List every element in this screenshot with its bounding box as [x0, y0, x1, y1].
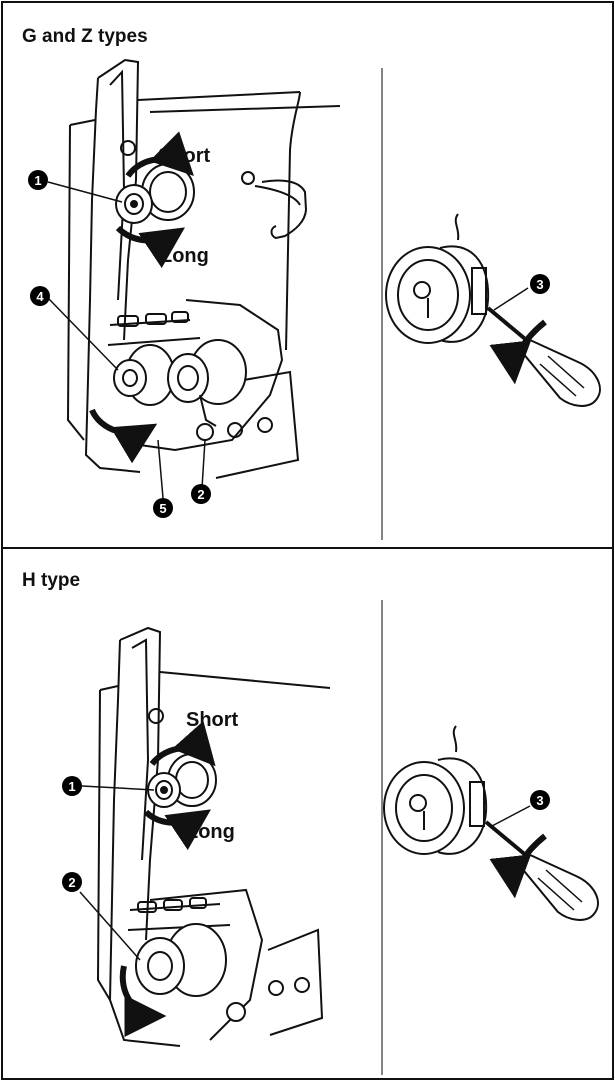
svg-text:5: 5 — [159, 501, 166, 516]
gz-marker-5: 5 — [153, 498, 173, 518]
svg-text:4: 4 — [36, 289, 44, 304]
gz-marker-2: 2 — [191, 484, 211, 504]
gz-machine-head — [66, 58, 341, 479]
h-short-label: Short — [186, 709, 239, 731]
h-dial-2-arrow — [119, 965, 167, 1037]
gz-screwdriver-arrow — [489, 319, 547, 385]
gz-marker-4: 4 — [30, 286, 50, 306]
h-leader-lines — [79, 785, 531, 961]
gz-tension-dial-4 — [113, 344, 175, 406]
svg-text:1: 1 — [34, 173, 41, 188]
gz-short-arrow — [125, 131, 194, 178]
h-long-arrow — [143, 809, 211, 851]
svg-text:3: 3 — [536, 277, 543, 292]
h-screwdriver-arrow — [489, 833, 547, 899]
h-marker-1: 1 — [62, 776, 82, 796]
panel-gz-title: G and Z types — [22, 26, 148, 47]
svg-text:1: 1 — [68, 779, 75, 794]
svg-text:2: 2 — [68, 875, 75, 890]
panel-h: H type Short Long — [22, 570, 599, 1047]
h-short-arrow — [149, 720, 216, 767]
panel-gz: G and Z types — [22, 26, 601, 518]
svg-text:2: 2 — [197, 487, 204, 502]
gz-leader-lines — [47, 181, 529, 499]
gz-short-label: Short — [158, 145, 211, 167]
gz-dial-4-arrow — [89, 408, 158, 464]
h-bobbin-case — [383, 725, 488, 855]
gz-tension-dial-2 — [167, 339, 247, 441]
h-tension-dial-2 — [135, 923, 246, 1022]
panel-h-title: H type — [22, 570, 80, 591]
gz-long-label: Long — [160, 245, 209, 267]
gz-bobbin-case — [385, 213, 490, 344]
gz-marker-3: 3 — [530, 274, 550, 294]
gz-long-arrow — [115, 225, 185, 269]
svg-text:3: 3 — [536, 793, 543, 808]
h-marker-3: 3 — [530, 790, 550, 810]
h-long-label: Long — [186, 821, 235, 843]
h-marker-2: 2 — [62, 872, 82, 892]
gz-marker-1: 1 — [28, 170, 48, 190]
